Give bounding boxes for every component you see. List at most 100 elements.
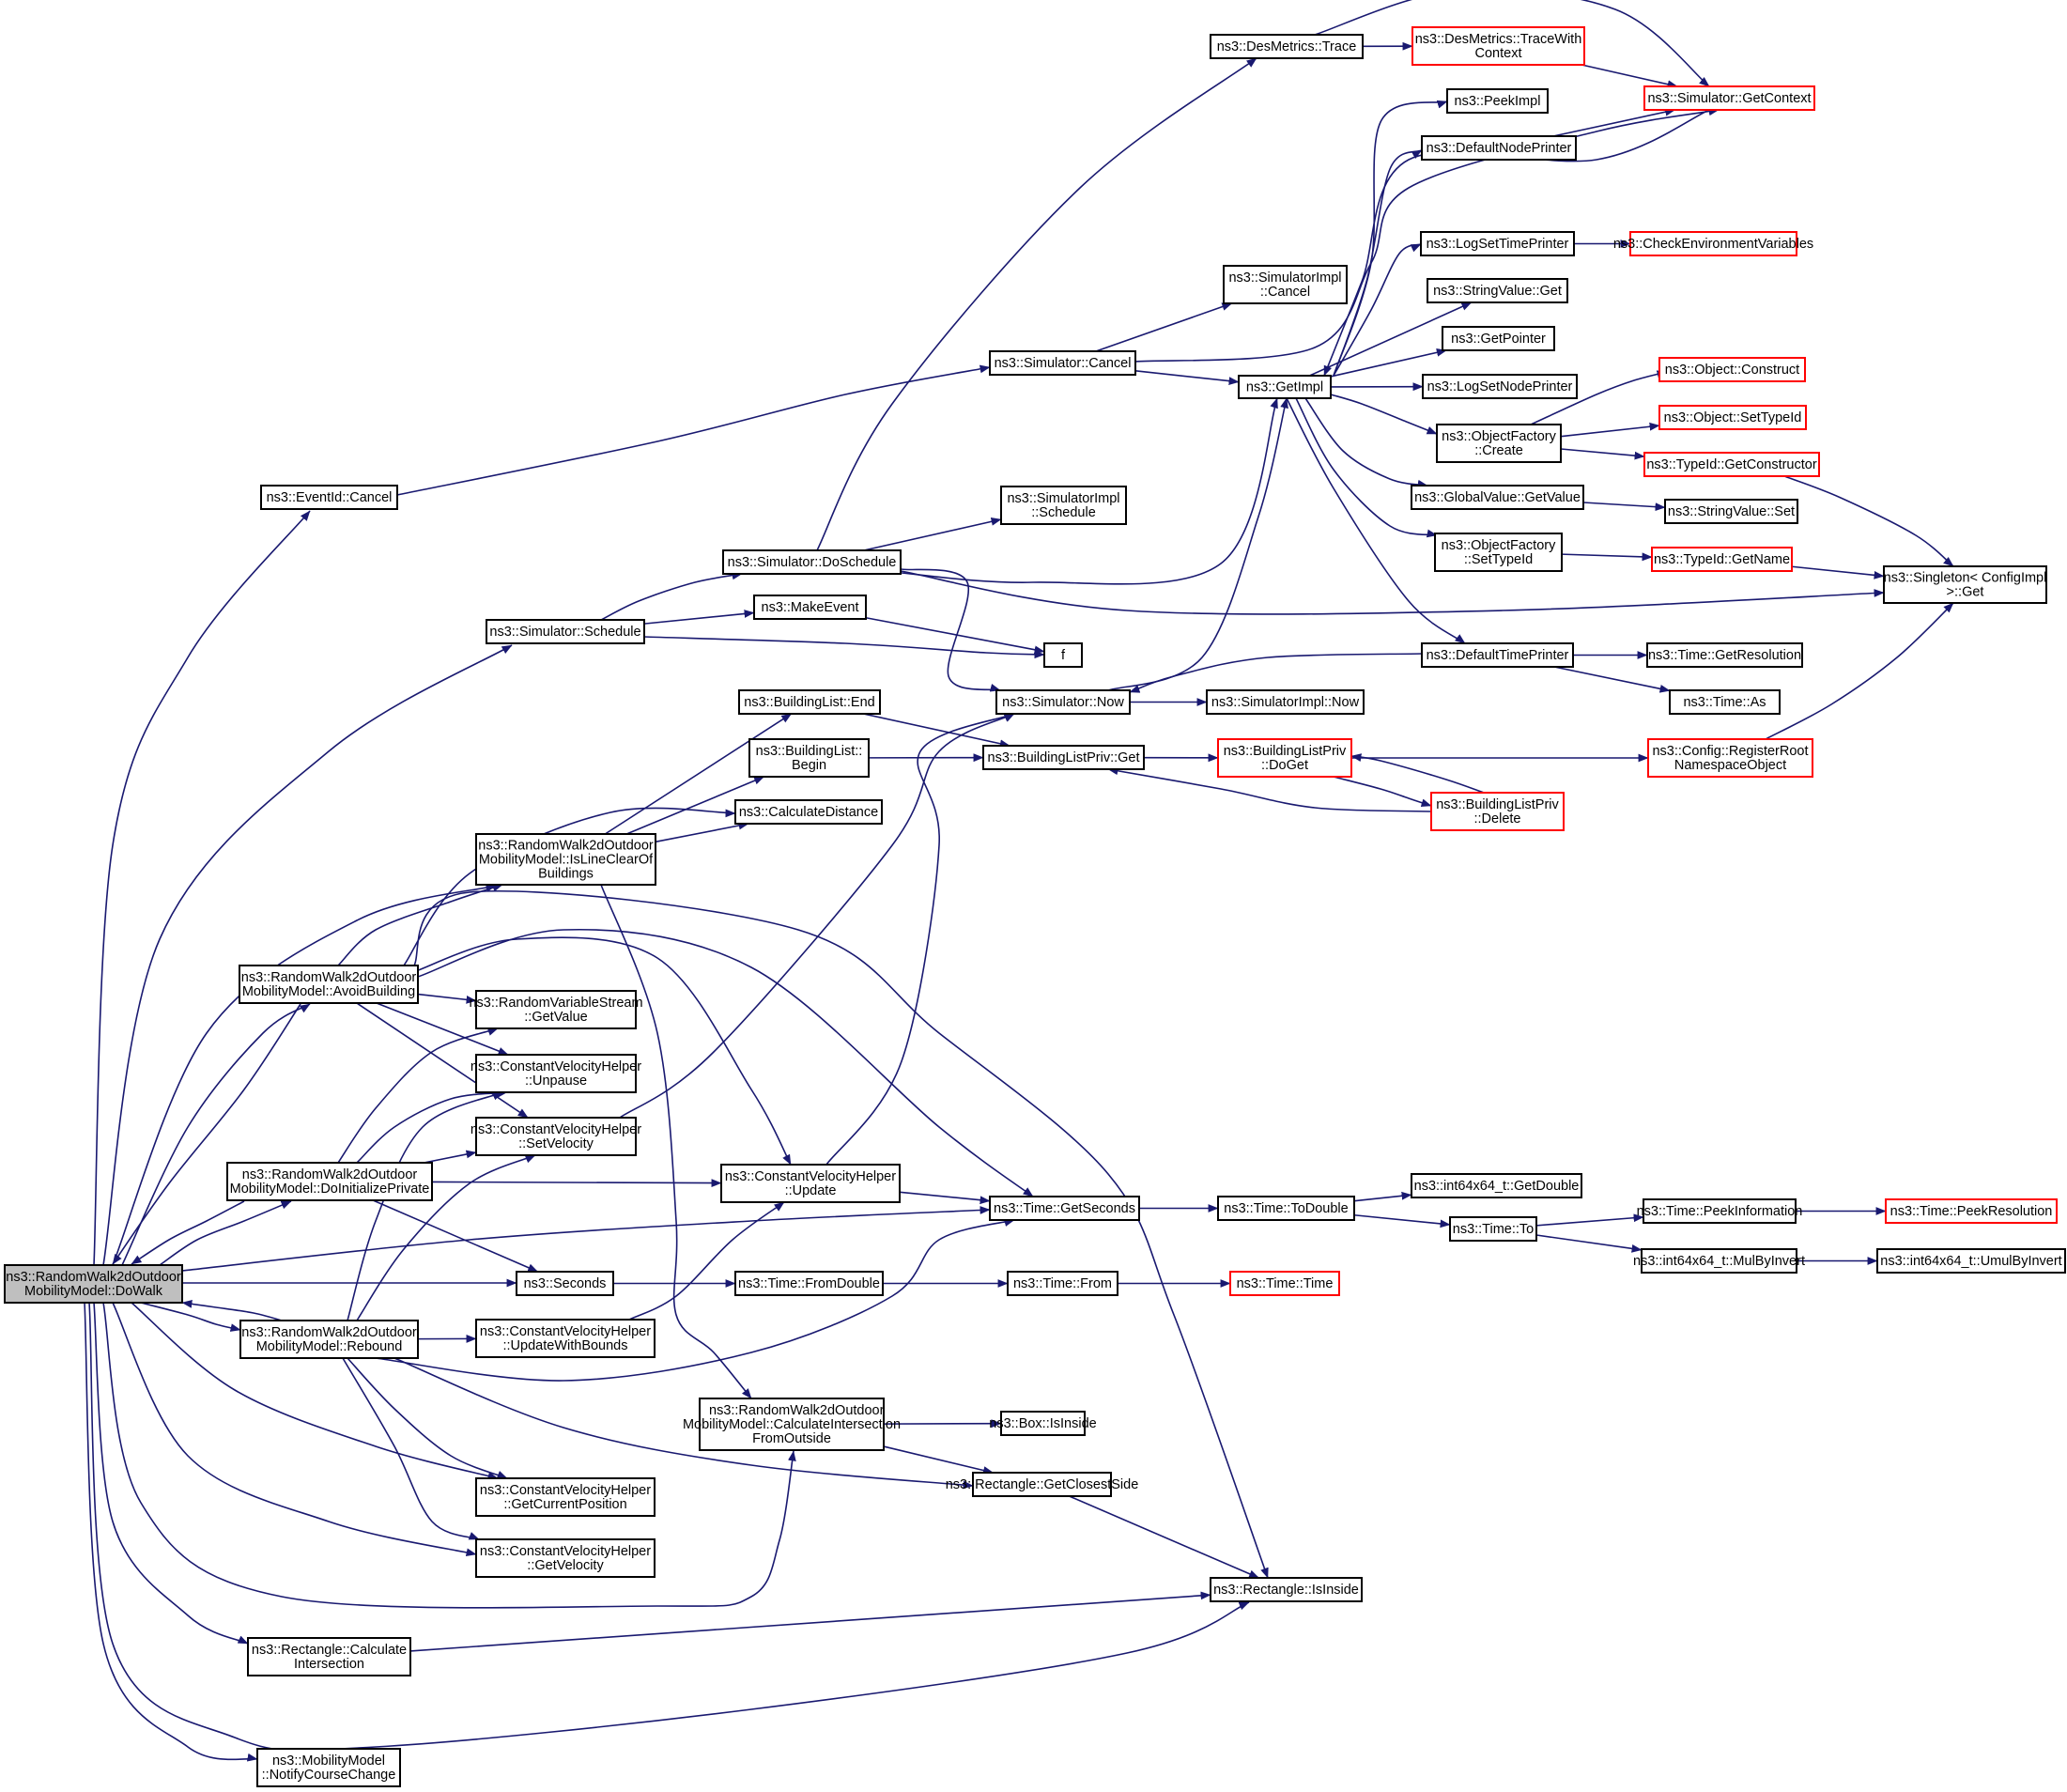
node-box-isinside[interactable]: ns3::Box::IsInside: [989, 1411, 1097, 1436]
node-label: ::Create: [1474, 443, 1523, 458]
node-typeid-getconstructor[interactable]: ns3::TypeId::GetConstructor: [1643, 452, 1820, 477]
node-time-peekresolution[interactable]: ns3::Time::PeekResolution: [1885, 1198, 2058, 1224]
node-cvh-unpause[interactable]: ns3::ConstantVelocityHelper::Unpause: [470, 1054, 641, 1093]
node-f[interactable]: f: [1043, 642, 1083, 668]
node-cvh-update[interactable]: ns3::ConstantVelocityHelper::Update: [720, 1164, 901, 1203]
node-rect-getclosest[interactable]: ns3::Rectangle::GetClosestSide: [946, 1472, 1139, 1497]
node-sim-doschedule[interactable]: ns3::Simulator::DoSchedule: [722, 549, 902, 575]
node-simimpl-cancel[interactable]: ns3::SimulatorImpl::Cancel: [1223, 265, 1348, 304]
edge-eventid_cancel-to-sim_cancel: [396, 364, 991, 496]
node-globalvalue-getvalue[interactable]: ns3::GlobalValue::GetValue: [1411, 485, 1584, 510]
node-typeid-getname[interactable]: ns3::TypeId::GetName: [1651, 547, 1793, 572]
node-label: ns3::GlobalValue::GetValue: [1414, 490, 1581, 505]
edge-rebound-to-cvh_getvelocity: [342, 1357, 480, 1540]
edge-line: [412, 889, 1269, 1579]
node-calcintfromoutside[interactable]: ns3::RandomWalk2dOutdoorMobilityModel::C…: [683, 1398, 901, 1451]
node-time-to[interactable]: ns3::Time::To: [1449, 1216, 1537, 1242]
node-int64-umulbyinvert[interactable]: ns3::int64x64_t::UmulByInvert: [1876, 1248, 2066, 1274]
node-box: [1641, 1248, 1797, 1274]
node-seconds[interactable]: ns3::Seconds: [516, 1271, 614, 1296]
node-time-as[interactable]: ns3::Time::As: [1669, 689, 1781, 715]
node-cvh-setvelocity[interactable]: ns3::ConstantVelocityHelper::SetVelocity: [470, 1117, 641, 1156]
node-sim-cancel[interactable]: ns3::Simulator::Cancel: [989, 350, 1136, 376]
node-blpriv-get[interactable]: ns3::BuildingListPriv::Get: [982, 745, 1145, 770]
node-islineclear[interactable]: ns3::RandomWalk2dOutdoorMobilityModel::I…: [475, 833, 656, 886]
node-cvh-getvelocity[interactable]: ns3::ConstantVelocityHelper::GetVelocity: [475, 1538, 656, 1578]
node-box: [989, 1196, 1140, 1221]
node-makeevent[interactable]: ns3::MakeEvent: [753, 595, 867, 620]
node-calcdistance[interactable]: ns3::CalculateDistance: [734, 799, 883, 825]
node-dowalk[interactable]: ns3::RandomWalk2dOutdoorMobilityModel::D…: [4, 1264, 183, 1304]
edge-line: [112, 1302, 477, 1557]
node-checkenv[interactable]: ns3::CheckEnvironmentVariables: [1613, 231, 1813, 256]
node-sim-now[interactable]: ns3::Simulator::Now: [995, 689, 1131, 715]
node-time-time[interactable]: ns3::Time::Time: [1229, 1271, 1340, 1296]
edge-bl_end-to-blpriv_get: [863, 713, 1010, 749]
node-int64-getdouble[interactable]: ns3::int64x64_t::GetDouble: [1411, 1173, 1582, 1198]
node-cvh-updatebounds[interactable]: ns3::ConstantVelocityHelper::UpdateWithB…: [475, 1319, 656, 1358]
edge-line: [1107, 766, 1432, 812]
node-time-todouble[interactable]: ns3::Time::ToDouble: [1217, 1196, 1355, 1221]
node-box: [475, 1538, 656, 1578]
node-stringvalue-get[interactable]: ns3::StringValue::Get: [1427, 278, 1568, 303]
node-label: ns3::int64x64_t::UmulByInvert: [1880, 1254, 2061, 1269]
node-label: ns3::Simulator::DoSchedule: [728, 555, 897, 570]
node-sim-getcontext[interactable]: ns3::Simulator::GetContext: [1643, 85, 1815, 111]
node-desmetrics-trace[interactable]: ns3::DesMetrics::Trace: [1210, 34, 1364, 59]
edge-line: [1304, 397, 1428, 488]
edge-line: [337, 1027, 499, 1164]
node-time-from[interactable]: ns3::Time::From: [1007, 1271, 1118, 1296]
node-rebound[interactable]: ns3::RandomWalk2dOutdoorMobilityModel::R…: [239, 1320, 419, 1359]
edge-line: [1353, 1213, 1451, 1228]
node-label: ns3::Simulator::Schedule: [489, 625, 640, 640]
node-getimpl[interactable]: ns3::GetImpl: [1238, 375, 1332, 399]
node-blpriv-doget[interactable]: ns3::BuildingListPriv::DoGet: [1217, 738, 1352, 778]
node-int64-mulbyinvert[interactable]: ns3::int64x64_t::MulByInvert: [1633, 1248, 1805, 1274]
node-blpriv-delete[interactable]: ns3::BuildingListPriv::Delete: [1430, 792, 1565, 831]
node-doinitprivate[interactable]: ns3::RandomWalk2dOutdoorMobilityModel::D…: [226, 1162, 433, 1201]
node-label: ns3::BuildingListPriv: [1224, 744, 1347, 759]
node-object-settypeid[interactable]: ns3::Object::SetTypeId: [1658, 405, 1807, 430]
node-logsettimeprinter[interactable]: ns3::LogSetTimePrinter: [1420, 231, 1575, 256]
edge-avoidbuilding-to-rvs_getvalue: [417, 993, 477, 1004]
node-object-construct[interactable]: ns3::Object::Construct: [1658, 357, 1806, 382]
edge-line: [625, 776, 765, 835]
node-simimpl-now[interactable]: ns3::SimulatorImpl::Now: [1206, 689, 1365, 715]
node-notifycourse[interactable]: ns3::MobilityModel::NotifyCourseChange: [256, 1748, 401, 1787]
node-getpointer[interactable]: ns3::GetPointer: [1442, 326, 1555, 351]
node-logsetnodeprinter[interactable]: ns3::LogSetNodePrinter: [1422, 374, 1578, 399]
node-cvh-getcurpos[interactable]: ns3::ConstantVelocityHelper::GetCurrentP…: [475, 1477, 656, 1517]
node-rvs-getvalue[interactable]: ns3::RandomVariableStream::GetValue: [469, 990, 643, 1029]
edge-rect_calcint-to-rect_isinside: [409, 1591, 1211, 1652]
node-time-getseconds[interactable]: ns3::Time::GetSeconds: [989, 1196, 1140, 1221]
node-singleton-get[interactable]: ns3::Singleton< ConfigImpl>::Get: [1883, 565, 2047, 604]
node-label: ns3::PeekImpl: [1455, 94, 1541, 109]
node-label: ns3::GetPointer: [1451, 332, 1546, 347]
node-time-peekinfo[interactable]: ns3::Time::PeekInformation: [1637, 1198, 1803, 1224]
node-label: ns3::MakeEvent: [762, 600, 859, 615]
node-sim-schedule[interactable]: ns3::Simulator::Schedule: [486, 619, 645, 644]
node-bl-begin[interactable]: ns3::BuildingList::Begin: [748, 738, 870, 778]
node-time-getresolution[interactable]: ns3::Time::GetResolution: [1646, 642, 1803, 668]
node-bl-end[interactable]: ns3::BuildingList::End: [738, 689, 881, 715]
node-peekimpl[interactable]: ns3::PeekImpl: [1446, 88, 1549, 114]
node-defaultnodeprinter[interactable]: ns3::DefaultNodePrinter: [1421, 135, 1577, 161]
node-box: [475, 1117, 637, 1156]
node-objfactory-settypeid[interactable]: ns3::ObjectFactory::SetTypeId: [1434, 533, 1563, 572]
node-stringvalue-set[interactable]: ns3::StringValue::Set: [1664, 499, 1798, 524]
node-rect-calcint[interactable]: ns3::Rectangle::CalculateIntersection: [247, 1637, 411, 1676]
node-defaulttimeprinter[interactable]: ns3::DefaultTimePrinter: [1421, 642, 1574, 668]
node-rect-isinside[interactable]: ns3::Rectangle::IsInside: [1210, 1577, 1363, 1602]
edge-line: [342, 1357, 480, 1540]
node-time-fromdouble[interactable]: ns3::Time::FromDouble: [734, 1271, 884, 1296]
node-avoidbuilding[interactable]: ns3::RandomWalk2dOutdoorMobilityModel::A…: [239, 965, 419, 1004]
node-eventid-cancel[interactable]: ns3::EventId::Cancel: [260, 485, 398, 510]
node-objfactory-create[interactable]: ns3::ObjectFactory::Create: [1436, 424, 1562, 463]
node-simimpl-schedule[interactable]: ns3::SimulatorImpl::Schedule: [1000, 486, 1127, 525]
node-label: ns3::int64x64_t::GetDouble: [1414, 1179, 1580, 1194]
node-label: ns3::Object::Construct: [1665, 363, 1799, 378]
node-label: MobilityModel::AvoidBuilding: [242, 984, 415, 999]
node-label: ns3::SimulatorImpl: [1007, 491, 1119, 506]
